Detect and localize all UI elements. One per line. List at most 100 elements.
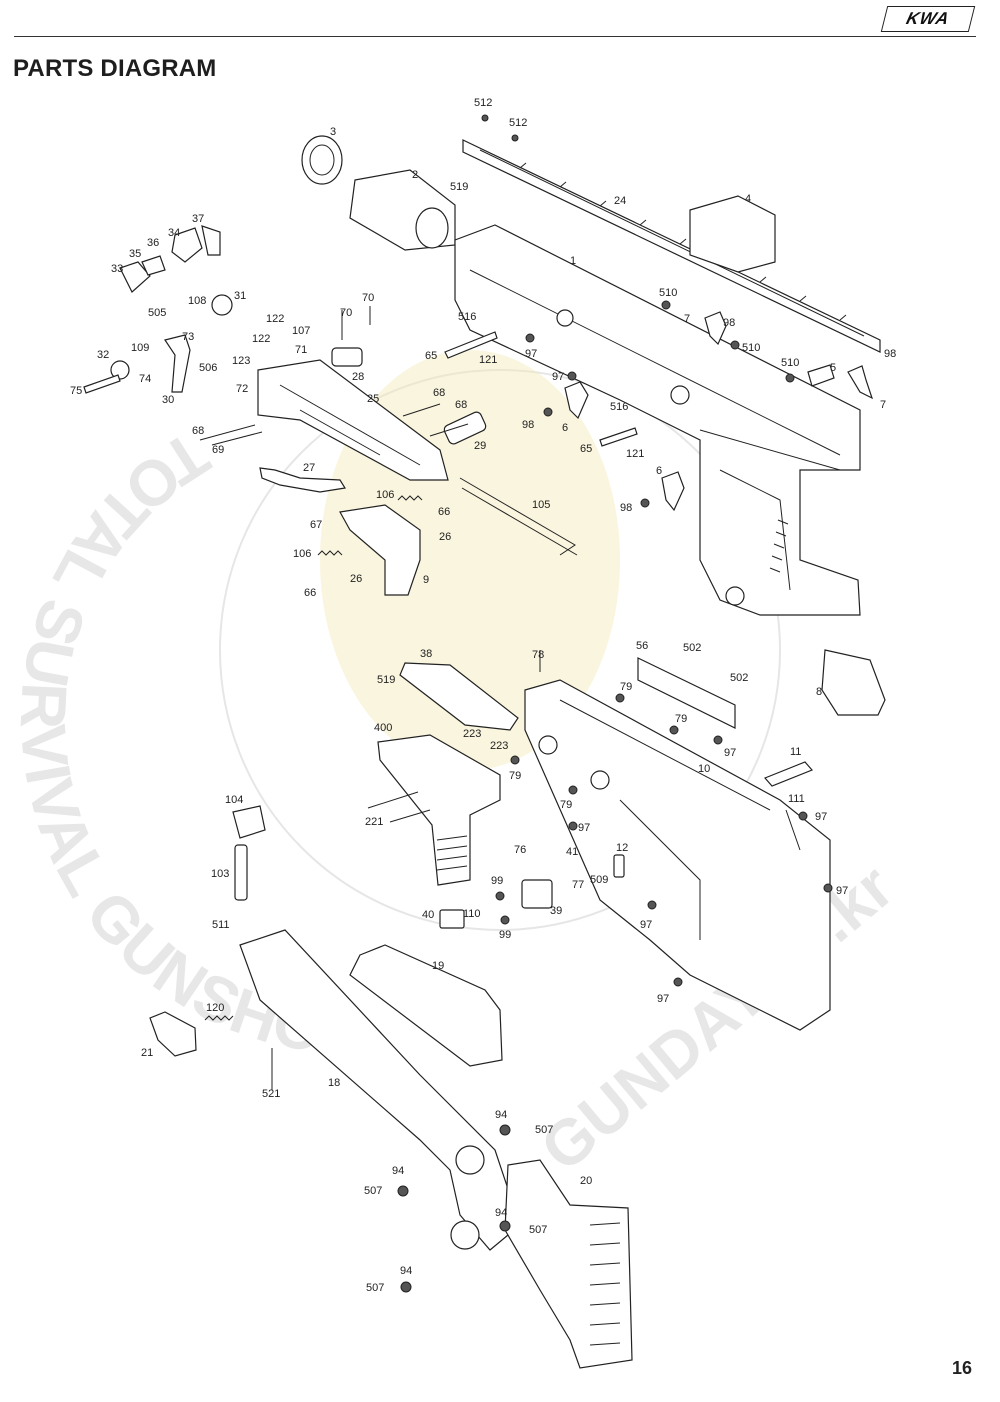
part-label-502: 502 <box>730 672 748 684</box>
part-label-97: 97 <box>724 747 736 759</box>
part-label-37: 37 <box>192 213 204 225</box>
part-label-8: 8 <box>816 686 822 698</box>
part-label-506: 506 <box>199 362 217 374</box>
part-label-18: 18 <box>328 1077 340 1089</box>
part-label-40: 40 <box>422 909 434 921</box>
part-label-38: 38 <box>420 648 432 660</box>
part-label-98: 98 <box>522 419 534 431</box>
part-label-98: 98 <box>884 348 896 360</box>
part-label-28: 28 <box>352 371 364 383</box>
part-label-65: 65 <box>425 350 437 362</box>
part-label-104: 104 <box>225 794 243 806</box>
part-label-510: 510 <box>781 357 799 369</box>
part-label-4: 4 <box>745 193 751 205</box>
part-label-122: 122 <box>266 313 284 325</box>
part-label-26: 26 <box>439 531 451 543</box>
part-label-35: 35 <box>129 248 141 260</box>
part-label-68: 68 <box>433 387 445 399</box>
part-label-121: 121 <box>479 354 497 366</box>
part-label-69: 69 <box>212 444 224 456</box>
part-label-510: 510 <box>742 342 760 354</box>
part-label-521: 521 <box>262 1088 280 1100</box>
part-label-103: 103 <box>211 868 229 880</box>
part-label-67: 67 <box>310 519 322 531</box>
part-label-41: 41 <box>566 846 578 858</box>
part-label-72: 72 <box>236 383 248 395</box>
part-label-509: 509 <box>590 874 608 886</box>
part-label-507: 507 <box>535 1124 553 1136</box>
part-label-65: 65 <box>580 443 592 455</box>
part-label-98: 98 <box>620 502 632 514</box>
part-label-507: 507 <box>529 1224 547 1236</box>
part-label-70: 70 <box>362 292 374 304</box>
part-label-25: 25 <box>367 393 379 405</box>
header-rule <box>14 36 976 37</box>
part-label-120: 120 <box>206 1002 224 1014</box>
part-label-512: 512 <box>509 117 527 129</box>
page-title: PARTS DIAGRAM <box>13 55 217 82</box>
part-label-511: 511 <box>212 919 230 931</box>
part-label-27: 27 <box>303 462 315 474</box>
part-label-26: 26 <box>350 573 362 585</box>
part-label-507: 507 <box>364 1185 382 1197</box>
part-label-94: 94 <box>392 1165 404 1177</box>
part-label-221: 221 <box>365 816 383 828</box>
part-label-31: 31 <box>234 290 246 302</box>
part-label-519: 519 <box>450 181 468 193</box>
part-label-24: 24 <box>614 195 626 207</box>
part-label-97: 97 <box>640 919 652 931</box>
part-label-110: 110 <box>463 908 481 920</box>
part-label-99: 99 <box>491 875 503 887</box>
part-label-502: 502 <box>683 642 701 654</box>
part-label-66: 66 <box>304 587 316 599</box>
part-label-79: 79 <box>509 770 521 782</box>
part-label-519: 519 <box>377 674 395 686</box>
part-label-516: 516 <box>610 401 628 413</box>
part-label-32: 32 <box>97 349 109 361</box>
part-label-98: 98 <box>723 317 735 329</box>
part-label-10: 10 <box>698 763 710 775</box>
part-label-223: 223 <box>490 740 508 752</box>
part-label-97: 97 <box>836 885 848 897</box>
part-label-99: 99 <box>499 929 511 941</box>
part-label-76: 76 <box>514 844 526 856</box>
part-label-97: 97 <box>578 822 590 834</box>
part-label-510: 510 <box>659 287 677 299</box>
part-label-123: 123 <box>232 355 250 367</box>
part-label-71: 71 <box>295 344 307 356</box>
part-label-56: 56 <box>636 640 648 652</box>
part-label-12: 12 <box>616 842 628 854</box>
part-label-94: 94 <box>495 1207 507 1219</box>
page-number: 16 <box>952 1358 973 1378</box>
part-label-106: 106 <box>376 489 394 501</box>
part-label-108: 108 <box>188 295 206 307</box>
part-label-505: 505 <box>148 307 166 319</box>
part-label-6: 6 <box>562 422 568 434</box>
part-label-74: 74 <box>139 373 151 385</box>
part-label-6: 6 <box>656 465 662 477</box>
part-label-79: 79 <box>675 713 687 725</box>
part-label-20: 20 <box>580 1175 592 1187</box>
part-label-78: 78 <box>532 649 544 661</box>
part-label-70: 70 <box>340 307 352 319</box>
part-label-77: 77 <box>572 879 584 891</box>
part-labels: 512 512 3 2 519 24 4 1 37 34 36 35 33 10… <box>70 97 896 1294</box>
part-label-109: 109 <box>131 342 149 354</box>
part-label-94: 94 <box>400 1265 412 1277</box>
part-label-105: 105 <box>532 499 550 511</box>
part-label-111: 111 <box>788 793 805 805</box>
part-label-68: 68 <box>455 399 467 411</box>
part-label-34: 34 <box>168 227 180 239</box>
part-label-39: 39 <box>550 905 562 917</box>
part-label-97: 97 <box>525 348 537 360</box>
part-label-223: 223 <box>463 728 481 740</box>
part-label-106: 106 <box>293 548 311 560</box>
part-label-107: 107 <box>292 325 310 337</box>
part-label-19: 19 <box>432 960 444 972</box>
part-label-21: 21 <box>141 1047 153 1059</box>
part-label-75: 75 <box>70 385 82 397</box>
part-label-3: 3 <box>330 126 336 138</box>
part-label-512: 512 <box>474 97 492 109</box>
part-label-33: 33 <box>111 263 123 275</box>
